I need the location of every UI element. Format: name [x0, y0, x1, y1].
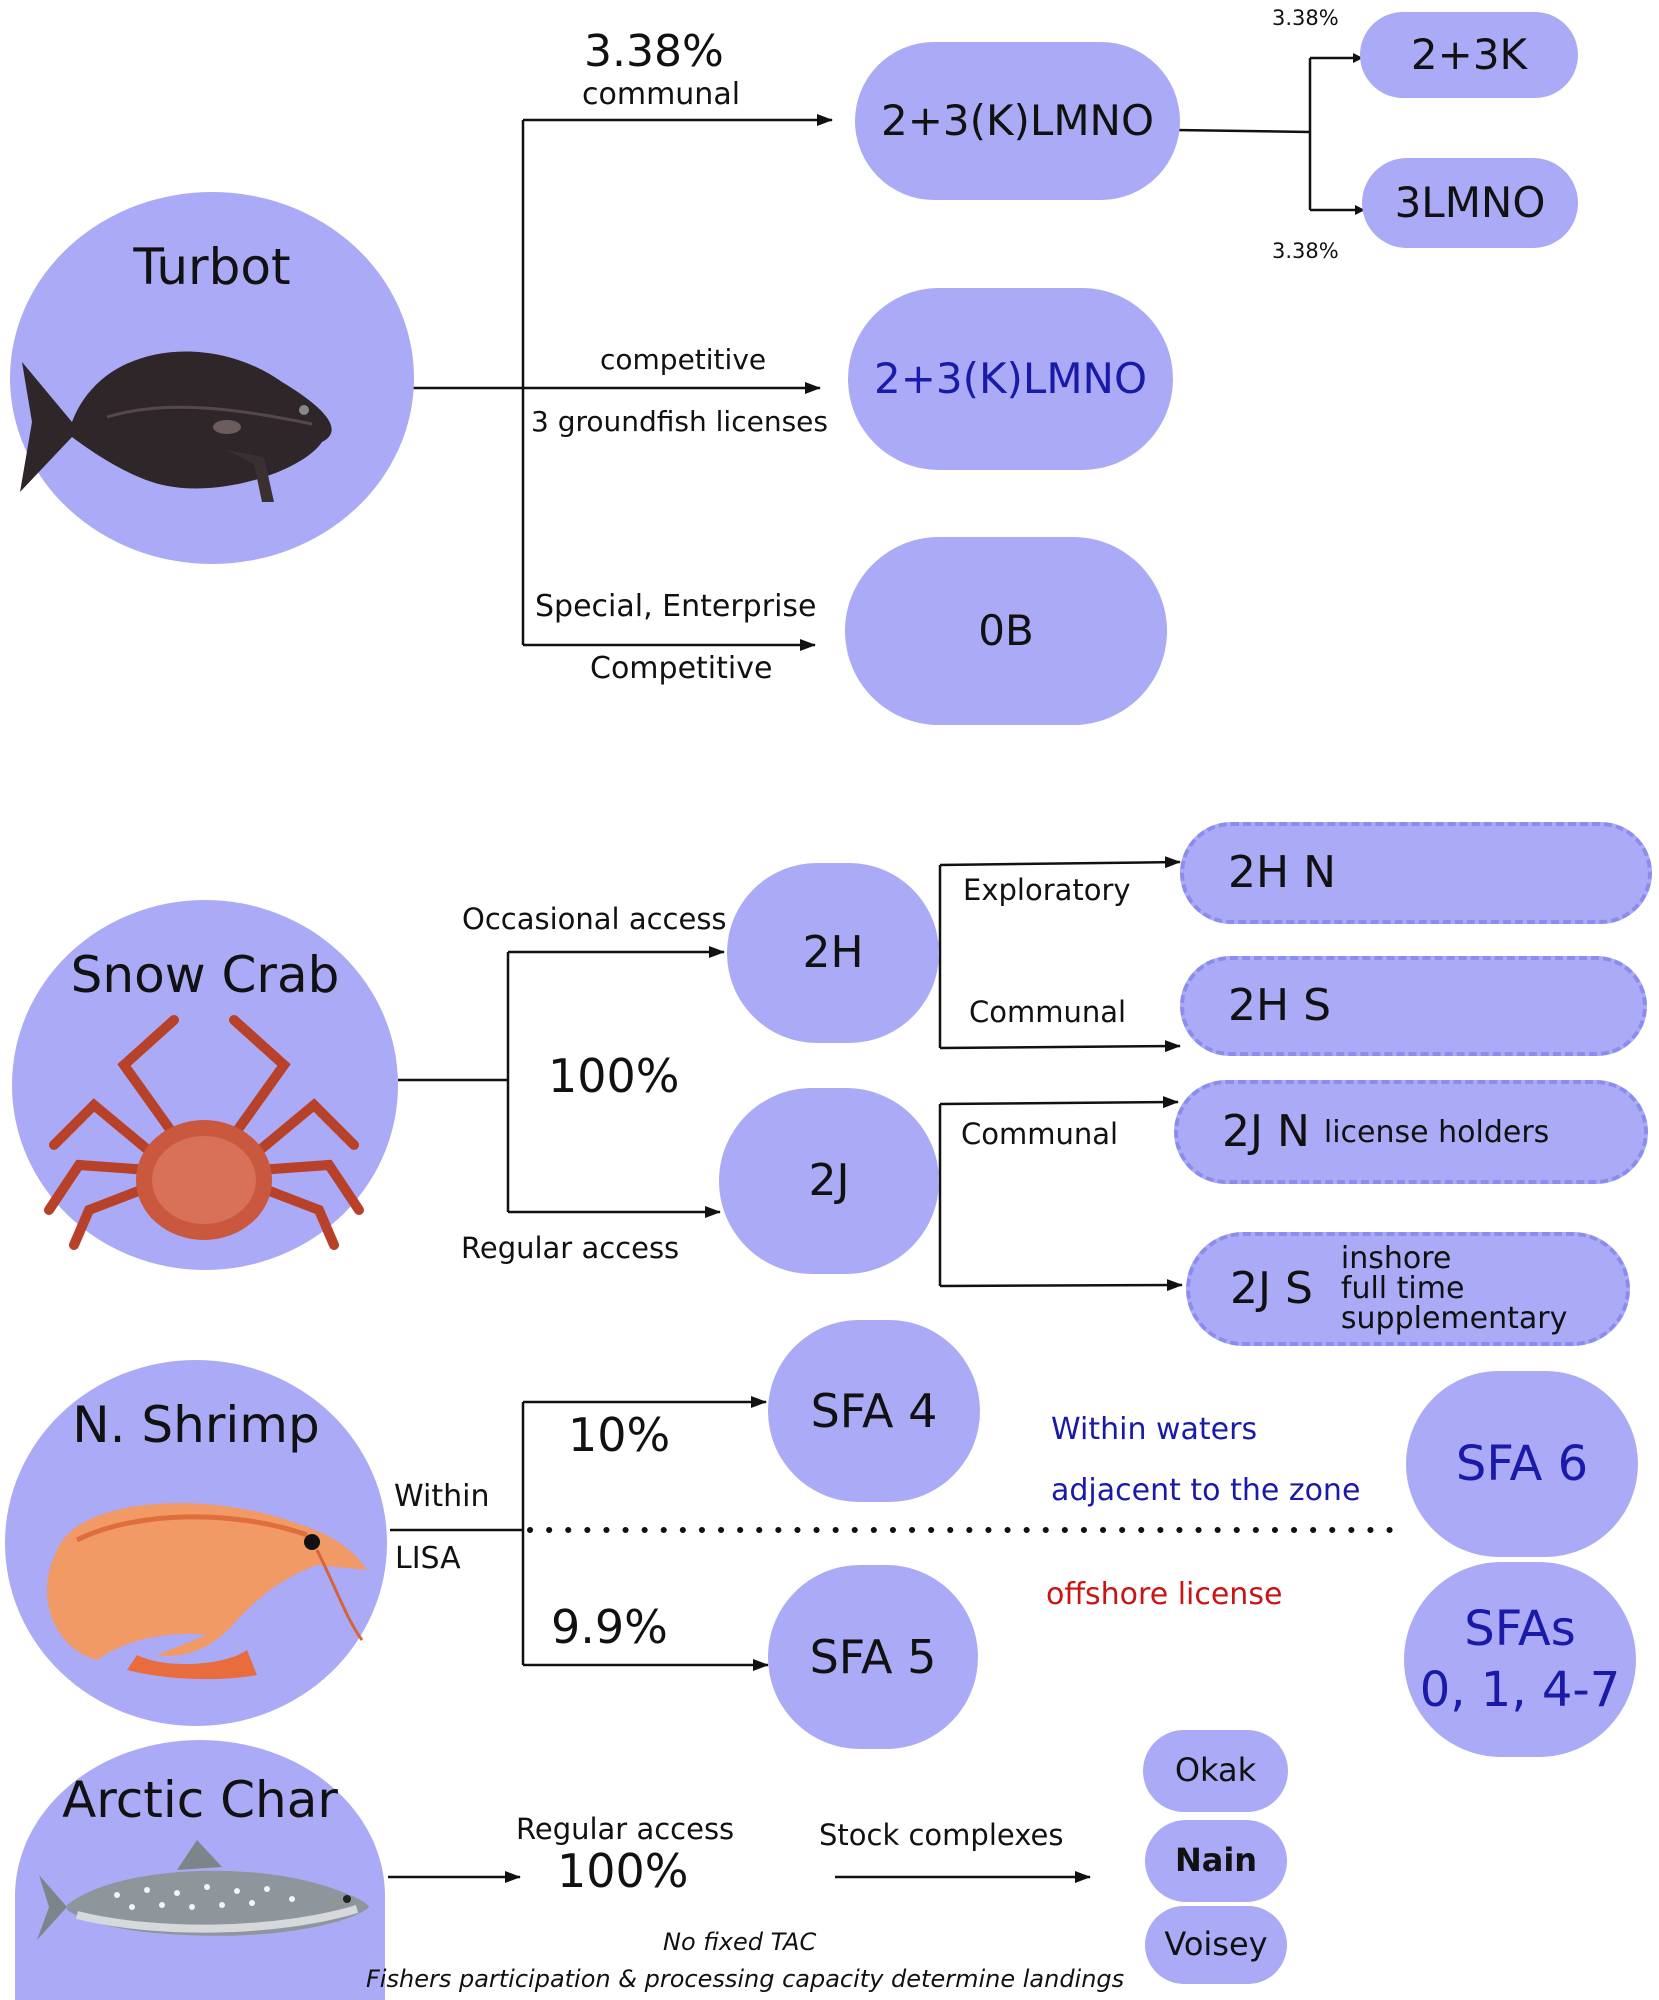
crab-area-2h: 2H [727, 863, 939, 1043]
char-stock-voisey: Voisey [1145, 1906, 1287, 1984]
shrimp-node: N. Shrimp [5, 1360, 387, 1726]
turbot-competitive-area: 2+3(K)LMNO [848, 288, 1173, 470]
char-stock-voisey-label: Voisey [1164, 1925, 1268, 1964]
crab-arrow-2jn [939, 1096, 1179, 1109]
turbot-split-pct-bottom: 3.38% [1272, 239, 1339, 263]
turbot-split-link [1174, 128, 1311, 134]
shrimp-pct-sfa5: 9.9% [551, 1600, 668, 1654]
turbot-communal-area: 2+3(K)LMNO [855, 42, 1180, 200]
shrimp-sfas-label-1: SFAs [1464, 1600, 1576, 1657]
shrimp-sfas: SFAs 0, 1, 4-7 [1404, 1562, 1636, 1757]
arctic-char-name: Arctic Char [62, 1771, 338, 1829]
shrimp-within-waters-1: Within waters [1051, 1412, 1258, 1447]
turbot-special-sub: Competitive [590, 651, 773, 686]
shrimp-offshore-label: offshore license [1046, 1577, 1283, 1612]
shrimp-image [46, 1503, 368, 1680]
shrimp-sfa4: SFA 4 [768, 1320, 980, 1502]
crab-area-2h-label: 2H [802, 926, 864, 978]
shrimp-lisa-label: LISA [395, 1541, 461, 1576]
turbot-node: Turbot [10, 192, 414, 564]
shrimp-sfa6: SFA 6 [1406, 1371, 1638, 1557]
crab-zone-2hn: 2H N [1180, 822, 1652, 924]
arctic-char-node: Arctic Char [15, 1740, 385, 2000]
snow-crab-name: Snow Crab [70, 946, 340, 1004]
char-stock-okak-label: Okak [1174, 1751, 1257, 1790]
char-note-2: Fishers participation & processing capac… [366, 1965, 1125, 1993]
turbot-special-area: 0B [845, 537, 1167, 725]
turbot-competitive-sub: 3 groundfish licenses [531, 405, 828, 438]
crab-zone-2jn-label: 2J N [1222, 1105, 1310, 1157]
crab-zone-2js-note-1: inshore [1340, 1241, 1452, 1276]
crab-zone-2js-label: 2J S [1230, 1262, 1313, 1314]
char-stock-okak: Okak [1143, 1730, 1288, 1812]
shrimp-sfa5-label: SFA 5 [809, 1629, 937, 1684]
crab-zone-2jn: 2J N license holders [1174, 1080, 1648, 1184]
crab-occasional-label: Occasional access [462, 902, 727, 936]
crab-communal-2j-label: Communal [961, 1117, 1119, 1151]
shrimp-sfa5: SFA 5 [768, 1565, 978, 1749]
snow-crab-node: Snow Crab [12, 900, 398, 1270]
turbot-area-3lmno: 3LMNO [1362, 158, 1578, 248]
turbot-special-label: Special, Enterprise [535, 589, 817, 624]
turbot-area-3lmno-label: 3LMNO [1394, 177, 1546, 227]
crab-pct: 100% [548, 1049, 680, 1103]
shrimp-within-label: Within [394, 1479, 490, 1514]
shrimp-pct-sfa4: 10% [568, 1408, 671, 1462]
crab-area-2j-label: 2J [808, 1154, 850, 1206]
turbot-area-2-3k: 2+3K [1360, 12, 1578, 98]
crab-zone-2js: 2J S inshore full time supplementary [1186, 1232, 1630, 1346]
char-stock-nain-label: Nain [1174, 1841, 1258, 1880]
crab-area-2j: 2J [719, 1088, 939, 1274]
turbot-split-pct-top: 3.38% [1272, 6, 1339, 30]
shrimp-within-waters-2: adjacent to the zone [1051, 1473, 1361, 1508]
turbot-fish-image [20, 351, 332, 502]
crab-communal-2h-label: Communal [969, 995, 1127, 1029]
turbot-communal-label: communal [582, 77, 741, 112]
char-regular-label: Regular access [516, 1812, 735, 1846]
turbot-competitive-area-label: 2+3(K)LMNO [873, 353, 1148, 403]
shrimp-sfas-label-2: 0, 1, 4-7 [1419, 1661, 1621, 1718]
arctic-char-image [37, 1840, 369, 1940]
crab-zone-2hs: 2H S [1180, 956, 1647, 1056]
turbot-name: Turbot [133, 238, 291, 296]
char-note-1: No fixed TAC [663, 1928, 817, 1956]
turbot-special-area-label: 0B [978, 605, 1034, 655]
turbot-area-2-3k-label: 2+3K [1410, 29, 1528, 79]
crab-arrow-2js [939, 1279, 1183, 1292]
crab-zone-2js-note-2: full time [1340, 1271, 1465, 1306]
snow-crab-image [44, 1015, 364, 1250]
turbot-communal-pct: 3.38% [584, 26, 724, 77]
turbot-competitive-label: competitive [600, 343, 767, 376]
crab-regular-label: Regular access [461, 1231, 680, 1265]
crab-arrow-2hn [939, 856, 1181, 869]
char-pct: 100% [557, 1844, 689, 1898]
crab-zone-2hn-label: 2H N [1228, 846, 1336, 898]
crab-arrow-2hs [939, 1040, 1181, 1053]
char-stock-nain: Nain [1145, 1820, 1287, 1902]
crab-zone-2js-notes: inshore full time supplementary [1341, 1244, 1567, 1334]
crab-exploratory-label: Exploratory [963, 873, 1131, 907]
crab-zone-2jn-note: license holders [1323, 1114, 1550, 1150]
shrimp-name: N. Shrimp [72, 1396, 320, 1454]
turbot-communal-area-label: 2+3(K)LMNO [880, 95, 1155, 145]
crab-zone-2js-note-3: supplementary [1340, 1301, 1568, 1336]
shrimp-sfa6-label: SFA 6 [1455, 1435, 1589, 1492]
char-stock-label: Stock complexes [819, 1818, 1064, 1852]
shrimp-sfa4-label: SFA 4 [810, 1383, 938, 1438]
crab-zone-2hs-label: 2H S [1228, 979, 1331, 1031]
